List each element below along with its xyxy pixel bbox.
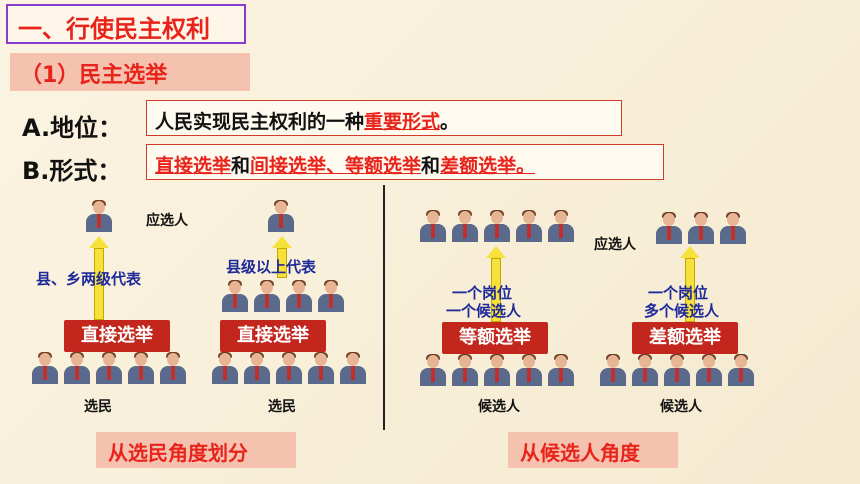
page-subtitle: （1）民主选举 xyxy=(20,63,168,88)
up-arrow-icon xyxy=(272,236,292,248)
section-a-text-after: 。 xyxy=(440,111,460,133)
candidate-row-right-2 xyxy=(654,212,748,244)
candidate-label-right: 应选人 xyxy=(594,237,636,253)
blue-label-right-2a: 一个岗位 xyxy=(648,284,709,302)
section-a-text-before: 人民实现民主权利的一种 xyxy=(155,111,365,133)
representative-row xyxy=(220,280,346,312)
competitive-election-button[interactable]: 差额选举 xyxy=(632,322,738,354)
voter-row-left-2 xyxy=(210,352,368,384)
footer-right-text: 从候选人角度 xyxy=(520,441,640,465)
person-icon xyxy=(84,200,114,232)
title-box: 一、行使民主权利 xyxy=(6,4,246,44)
section-b-label: B.形式： xyxy=(22,157,122,185)
voter-label-left-1: 选民 xyxy=(84,399,112,415)
section-b-and2: 和 xyxy=(421,155,441,177)
candidate-bottom-label-2: 候选人 xyxy=(660,399,702,415)
candidate-label-left: 应选人 xyxy=(146,213,188,229)
section-b-text: 直接选举和间接选举、等额选举和差额选举。 xyxy=(155,151,535,178)
section-b-part3: 差额选举。 xyxy=(440,155,536,177)
footer-left-text: 从选民角度划分 xyxy=(108,441,248,465)
section-a-highlight: 重要形式 xyxy=(364,111,441,133)
voter-row-right-2 xyxy=(598,354,756,386)
blue-label-right-1a: 一个岗位 xyxy=(452,284,513,302)
candidate-row-left-2 xyxy=(266,200,296,232)
equal-election-button[interactable]: 等额选举 xyxy=(442,322,548,354)
voter-row-left-1 xyxy=(30,352,188,384)
candidate-row-left-1 xyxy=(84,200,114,232)
section-b-box: 直接选举和间接选举、等额选举和差额选举。 xyxy=(146,144,664,180)
up-arrow-icon xyxy=(680,246,700,258)
page-title: 一、行使民主权利 xyxy=(18,15,210,43)
section-a-box: 人民实现民主权利的一种重要形式。 xyxy=(146,100,622,136)
direct-election-button-2[interactable]: 直接选举 xyxy=(220,320,326,352)
section-b-part2: 间接选举、等额选举 xyxy=(250,155,422,177)
up-arrow-icon xyxy=(486,246,506,258)
blue-label-left-1: 县、乡两级代表 xyxy=(36,270,142,288)
section-b-and1: 和 xyxy=(231,155,251,177)
section-a-text: 人民实现民主权利的一种重要形式。 xyxy=(155,107,459,134)
blue-label-right-1b: 一个候选人 xyxy=(446,302,522,320)
voter-label-left-2: 选民 xyxy=(268,399,296,415)
direct-election-button-1[interactable]: 直接选举 xyxy=(64,320,170,352)
section-b-part1: 直接选举 xyxy=(155,155,232,177)
arrow-shaft xyxy=(685,258,695,322)
person-icon xyxy=(266,200,296,232)
candidate-bottom-label-1: 候选人 xyxy=(478,399,520,415)
divider-line xyxy=(383,185,385,430)
candidate-row-right-1 xyxy=(418,210,576,242)
footer-right-box: 从候选人角度 xyxy=(508,432,678,468)
footer-left-box: 从选民角度划分 xyxy=(96,432,296,468)
up-arrow-icon xyxy=(89,236,109,248)
subtitle-box: （1）民主选举 xyxy=(10,53,250,91)
arrow-shaft xyxy=(277,248,287,278)
blue-label-right-2b: 多个候选人 xyxy=(644,302,720,320)
blue-label-left-2: 县级以上代表 xyxy=(226,258,317,276)
arrow-shaft xyxy=(94,248,104,320)
section-a-label: A.地位： xyxy=(22,114,123,142)
voter-row-right-1 xyxy=(418,354,576,386)
arrow-shaft xyxy=(491,258,501,322)
